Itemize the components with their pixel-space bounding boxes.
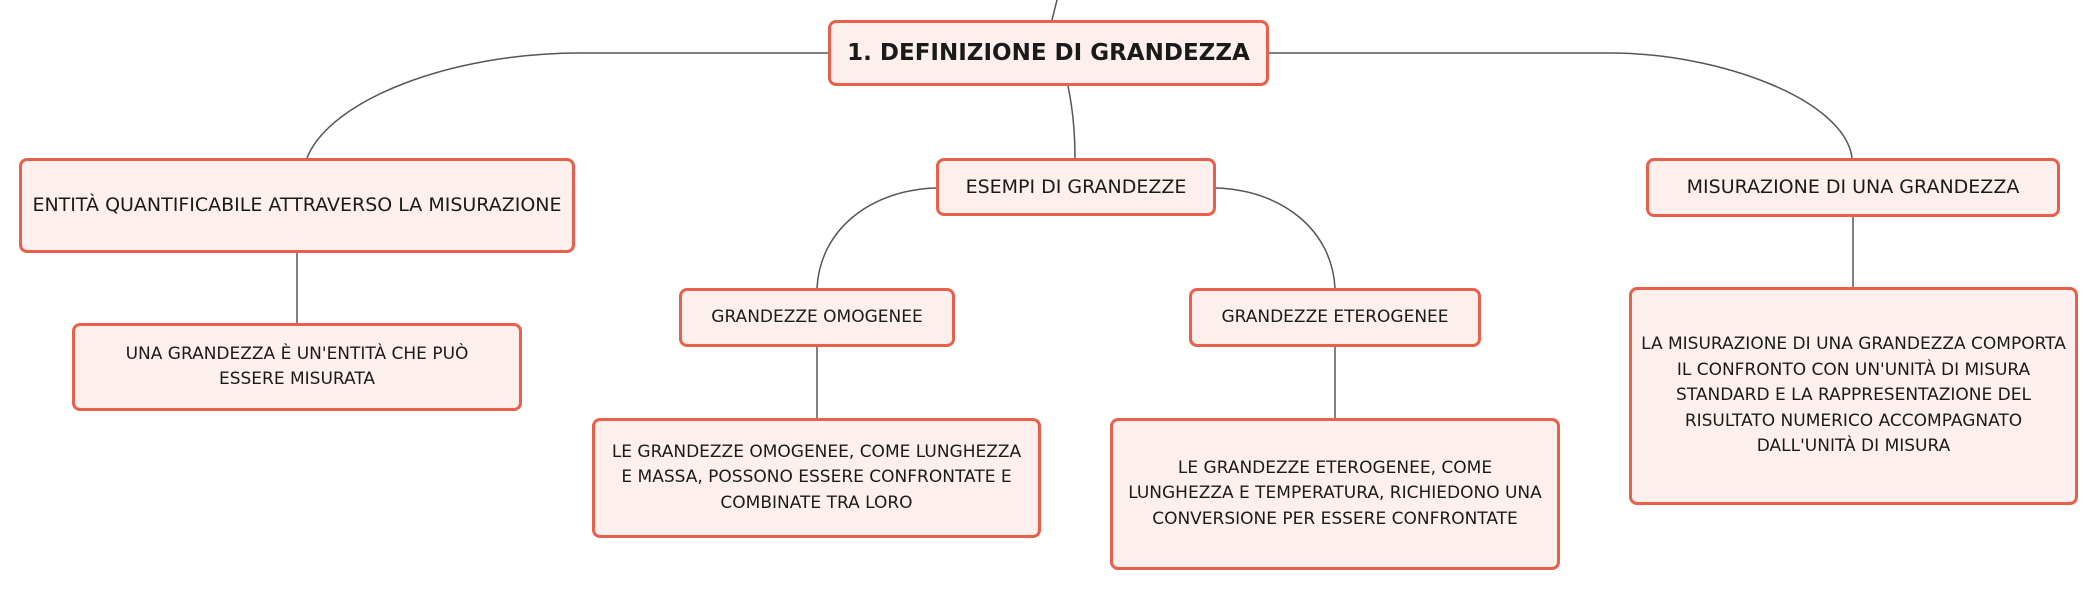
node-entita-quantificabile-label: ENTITÀ QUANTIFICABILE ATTRAVERSO LA MISU… (32, 194, 562, 217)
connector-esempi-to-omogenee (816, 187, 937, 289)
node-esempi-grandezze-label: ESEMPI DI GRANDEZZE (965, 175, 1187, 198)
node-grandezze-eterogenee-label: GRANDEZZE ETEROGENEE (1221, 306, 1449, 327)
node-misurazione-grandezza[interactable]: MISURAZIONE DI UNA GRANDEZZA (1646, 158, 2060, 217)
root-node[interactable]: 1. DEFINIZIONE DI GRANDEZZA (828, 20, 1269, 86)
connector-esempi-to-eterogenee (1215, 187, 1336, 289)
node-entita-quantificabile[interactable]: ENTITÀ QUANTIFICABILE ATTRAVERSO LA MISU… (19, 158, 575, 253)
node-grandezze-omogenee-label: GRANDEZZE OMOGENEE (711, 306, 923, 327)
node-eterogenee-detail-label: LE GRANDEZZE ETEROGENEE, COME LUNGHEZZA … (1128, 457, 1542, 529)
root-label: 1. DEFINIZIONE DI GRANDEZZA (847, 39, 1250, 66)
connector-parent-stub (1051, 0, 1058, 21)
node-omogenee-detail-label: LE GRANDEZZE OMOGENEE, COME LUNGHEZZA E … (611, 441, 1022, 513)
node-grandezze-eterogenee[interactable]: GRANDEZZE ETEROGENEE (1189, 288, 1481, 347)
node-esempi-grandezze[interactable]: ESEMPI DI GRANDEZZE (936, 158, 1216, 216)
node-entita-detail-label: UNA GRANDEZZA È UN'ENTITÀ CHE PUÒ ESSERE… (125, 343, 469, 390)
node-omogenee-detail[interactable]: LE GRANDEZZE OMOGENEE, COME LUNGHEZZA E … (592, 418, 1041, 538)
connector-root-to-entita (306, 52, 828, 159)
node-entita-detail[interactable]: UNA GRANDEZZA È UN'ENTITÀ CHE PUÒ ESSERE… (72, 323, 522, 411)
connector-root-to-esempi (1067, 85, 1076, 159)
node-eterogenee-detail[interactable]: LE GRANDEZZE ETEROGENEE, COME LUNGHEZZA … (1110, 418, 1560, 570)
connector-root-to-misurazione (1269, 52, 1853, 159)
node-misurazione-detail-label: LA MISURAZIONE DI UNA GRANDEZZA COMPORTA… (1641, 334, 2066, 457)
node-grandezze-omogenee[interactable]: GRANDEZZE OMOGENEE (679, 288, 955, 347)
node-misurazione-detail[interactable]: LA MISURAZIONE DI UNA GRANDEZZA COMPORTA… (1629, 287, 2078, 505)
node-misurazione-grandezza-label: MISURAZIONE DI UNA GRANDEZZA (1686, 176, 2020, 199)
